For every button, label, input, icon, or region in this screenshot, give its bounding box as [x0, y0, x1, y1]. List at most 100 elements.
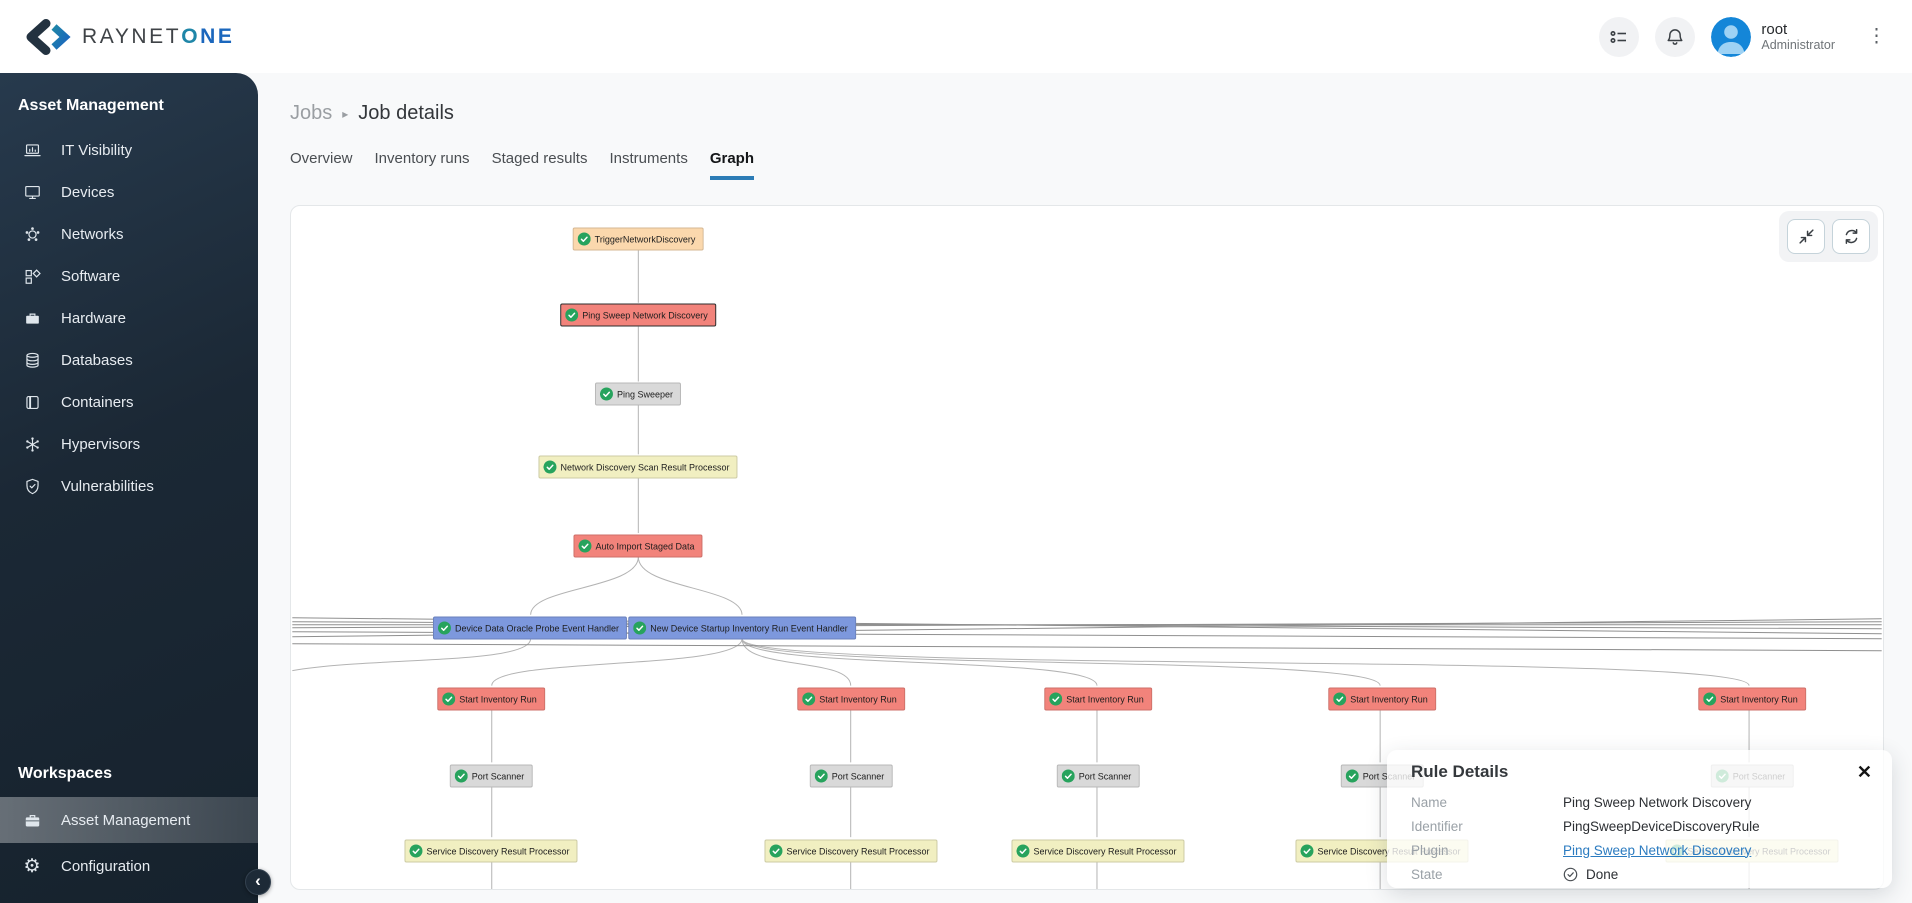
sidebar-section-title: Asset Management — [18, 97, 164, 114]
breadcrumb-arrow-icon: ▸ — [342, 106, 349, 121]
graph-node-label: Auto Import Staged Data — [595, 541, 695, 551]
check-circle-icon — [437, 621, 451, 635]
breadcrumb-jobs-link[interactable]: Jobs — [290, 102, 333, 124]
it-visibility-icon — [22, 140, 42, 160]
graph-node-port-scanner[interactable]: Port Scanner — [809, 764, 893, 788]
graph-node-port-scanner[interactable]: Port Scanner — [1056, 764, 1140, 788]
more-menu-button[interactable]: ⋮ — [1861, 21, 1892, 52]
graph-node-start-inventory-run[interactable]: Start Inventory Run — [1044, 687, 1152, 711]
graph-node-service-discovery-result-processor[interactable]: Service Discovery Result Processor — [1011, 839, 1185, 863]
graph-node-service-discovery-result-processor[interactable]: Service Discovery Result Processor — [764, 839, 938, 863]
sidebar-item-software[interactable]: Software — [0, 255, 258, 297]
sidebar-item-hardware[interactable]: Hardware — [0, 297, 258, 339]
sidebar-item-label: Databases — [61, 351, 133, 369]
brand-name: RAYNETONE — [82, 24, 235, 48]
tab-inventory-runs[interactable]: Inventory runs — [374, 150, 470, 167]
check-circle-icon — [1049, 692, 1063, 706]
top-header: RAYNETONE — [0, 0, 1912, 73]
notifications-button[interactable] — [1655, 16, 1696, 57]
graph-node-network-discovery-scan-result-processor[interactable]: Network Discovery Scan Result Processor — [538, 455, 738, 479]
close-button[interactable]: ✕ — [1853, 762, 1876, 783]
graph-node-start-inventory-run[interactable]: Start Inventory Run — [437, 687, 545, 711]
detail-value: PingSweepDeviceDiscoveryRule — [1563, 818, 1760, 834]
graph-node-label: Port Scanner — [471, 771, 525, 781]
workspace-item-configuration[interactable]: ⚙ Configuration — [0, 843, 258, 889]
graph-node-new-device-startup-inventory-run-event-handler[interactable]: New Device Startup Inventory Run Event H… — [628, 616, 856, 640]
sidebar-item-hypervisors[interactable]: Hypervisors — [0, 423, 258, 465]
collapse-arrows-icon — [1798, 229, 1814, 244]
graph-node-start-inventory-run[interactable]: Start Inventory Run — [797, 687, 905, 711]
check-circle-icon — [543, 460, 557, 474]
graph-node-ping-sweeper[interactable]: Ping Sweeper — [594, 382, 682, 406]
sidebar-item-containers[interactable]: Containers — [0, 381, 258, 423]
check-circle-icon — [454, 769, 468, 783]
sidebar-item-label: Devices — [61, 183, 115, 201]
user-menu[interactable]: root Administrator — [1711, 16, 1835, 57]
sidebar-item-label: Containers — [61, 393, 134, 411]
check-circle-icon — [442, 692, 456, 706]
detail-label: Identifier — [1411, 818, 1463, 834]
tab-bar: Overview Inventory runs Staged results Inst… — [290, 150, 755, 180]
graph-node-label: Start Inventory Run — [819, 694, 897, 704]
fit-to-screen-button[interactable] — [1787, 219, 1825, 254]
graph-node-ping-sweep-network-discovery[interactable]: Ping Sweep Network Discovery — [560, 303, 716, 327]
detail-label: State — [1411, 866, 1443, 882]
graph-node-label: Ping Sweep Network Discovery — [582, 310, 708, 320]
done-check-icon — [1563, 867, 1578, 882]
graph-node-label: Service Discovery Result Processor — [786, 846, 930, 856]
sidebar-item-it-visibility[interactable]: IT Visibility — [0, 129, 258, 171]
tab-instruments[interactable]: Instruments — [609, 150, 688, 167]
state-value: Done — [1563, 867, 1876, 882]
check-circle-icon — [1061, 769, 1075, 783]
sidebar-item-label: Software — [61, 267, 121, 285]
graph-node-port-scanner[interactable]: Port Scanner — [449, 764, 533, 788]
workspace-item-label: Configuration — [61, 857, 151, 875]
graph-node-service-discovery-result-processor[interactable]: Service Discovery Result Processor — [404, 839, 578, 863]
graph-node-triggernetworkdiscovery[interactable]: TriggerNetworkDiscovery — [572, 227, 704, 251]
graph-node-start-inventory-run[interactable]: Start Inventory Run — [1328, 687, 1436, 711]
graph-node-auto-import-staged-data[interactable]: Auto Import Staged Data — [573, 534, 703, 558]
sidebar-item-networks[interactable]: Networks — [0, 213, 258, 255]
page-title: Job details — [358, 102, 454, 124]
check-circle-icon — [769, 844, 783, 858]
graph-node-label: Device Data Oracle Probe Event Handler — [454, 623, 620, 633]
sidebar-item-label: Hypervisors — [61, 435, 141, 453]
sidebar-item-label: Hardware — [61, 309, 127, 327]
tab-staged-results[interactable]: Staged results — [491, 150, 588, 167]
sidebar-item-databases[interactable]: Databases — [0, 339, 258, 381]
check-circle-icon — [1333, 692, 1347, 706]
check-circle-icon — [814, 769, 828, 783]
check-circle-icon — [578, 539, 592, 553]
sidebar-item-vulnerabilities[interactable]: Vulnerabilities — [0, 465, 258, 507]
sidebar-item-label: Networks — [61, 225, 124, 243]
sidebar-collapse-button[interactable]: ‹ — [245, 869, 271, 895]
sidebar-item-devices[interactable]: Devices — [0, 171, 258, 213]
graph-node-start-inventory-run[interactable]: Start Inventory Run — [1698, 687, 1806, 711]
briefcase-icon — [22, 810, 42, 830]
plugin-link[interactable]: Ping Sweep Network Discovery — [1563, 842, 1752, 858]
list-icon — [1610, 30, 1627, 43]
brand-logo[interactable]: RAYNETONE — [18, 18, 235, 55]
graph-node-label: Start Inventory Run — [1350, 694, 1428, 704]
refresh-icon — [1845, 228, 1857, 245]
workspace-item-asset-management[interactable]: Asset Management — [0, 797, 258, 843]
graph-node-device-data-oracle-probe-event-handler[interactable]: Device Data Oracle Probe Event Handler — [432, 616, 628, 640]
reload-graph-button[interactable] — [1832, 219, 1870, 254]
tab-overview[interactable]: Overview — [290, 150, 353, 167]
detail-value: Ping Sweep Network Discovery — [1563, 794, 1752, 810]
tab-graph[interactable]: Graph — [709, 150, 755, 180]
detail-label: Plugin — [1411, 842, 1449, 858]
graph-node-label: New Device Startup Inventory Run Event H… — [650, 623, 848, 633]
gear-icon: ⚙ — [23, 855, 41, 877]
graph-node-label: Service Discovery Result Processor — [426, 846, 570, 856]
sidebar-item-label: Vulnerabilities — [61, 477, 154, 495]
software-icon — [22, 266, 42, 286]
more-vertical-icon: ⋮ — [1867, 26, 1886, 47]
raynet-logo-icon — [26, 18, 71, 55]
task-list-button[interactable] — [1599, 16, 1640, 57]
